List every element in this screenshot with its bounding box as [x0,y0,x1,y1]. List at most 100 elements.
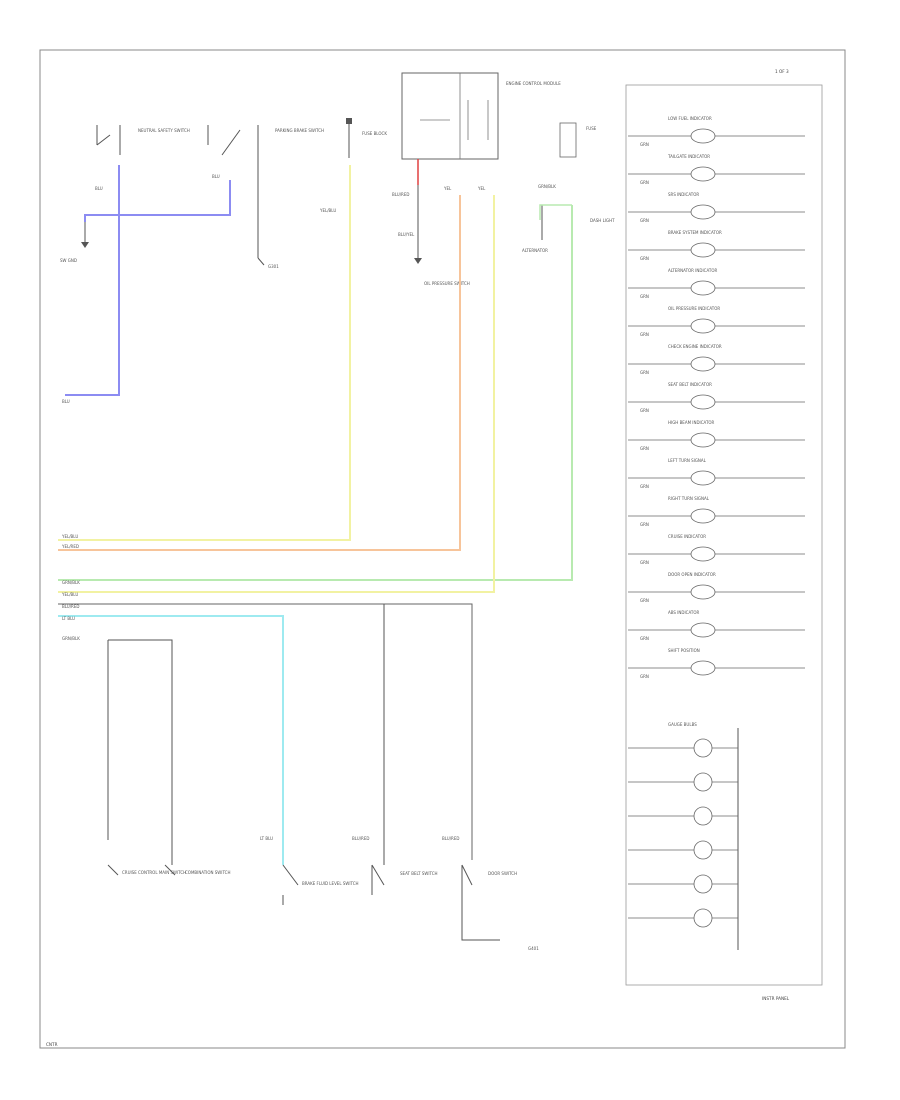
bulb-icon [690,356,716,372]
neutral-switch-ground: SW GND [60,258,77,263]
green-wire [58,205,573,581]
bulb-icon [690,584,716,600]
arrow-icon [81,242,89,248]
fuse-block-label: FUSE BLOCK [362,131,387,136]
gauge-bulb-icon [693,806,713,826]
switch-5-label: DOOR SWITCH [488,871,517,876]
yellow-wire-2 [58,195,495,593]
gauge-bulb-icon [693,738,713,758]
wire-tag-label: GRN [640,294,649,299]
wire-tag-label: GRN [640,256,649,261]
bottom-wire-3: BLU/RED [352,836,369,841]
page-label: 1 OF 3 [775,69,789,74]
parking-brake-label: PARKING BRAKE SWITCH [275,128,324,133]
indicator-row: SRS INDICATOR GRN [628,192,805,223]
arrow-icon [414,258,422,264]
indicator-label: ALTERNATOR INDICATOR [668,268,717,273]
bottom-wire-4: BLU/RED [442,836,459,841]
indicator-label: SHIFT POSITION [668,648,700,653]
bus-label-4: BLU/RED [62,604,79,609]
door-switch: DOOR SWITCH BLU/RED G401 [442,836,539,951]
indicator-row: SHIFT POSITION GRN [628,648,805,679]
wire-tag-label: GRN [640,636,649,641]
wire-tag-label: GRN [640,142,649,147]
wire-tag-label: GRN [640,674,649,679]
bottom-wire-2: LT BLU [260,836,273,841]
indicator-label: TAILGATE INDICATOR [667,154,710,159]
bulb-icon [690,508,716,524]
indicator-label: LEFT TURN SIGNAL [668,458,707,463]
footer-left-label: CNTR [46,1042,58,1047]
indicator-label: HIGH BEAM INDICATOR [668,420,715,425]
gauge-bulb-icon [693,840,713,860]
fuse2-label: FUSE [586,126,597,131]
switch-1-label: CRUISE CONTROL MAIN SWITCH [122,870,186,875]
wire-tag-label: GRN [640,484,649,489]
orange-wire [58,195,461,551]
wire-tag-label: GRN [640,370,649,375]
indicator-label: ABS INDICATOR [668,610,699,615]
neutral-switch-wire: BLU [95,186,103,191]
bulb-icon [690,242,716,258]
bulb-icon [690,394,716,410]
footer-right-label: INSTR PANEL [762,996,790,1001]
parking-brake-switch: PARKING BRAKE SWITCH BLU G301 [207,125,324,269]
module-label: ENGINE CONTROL MODULE [506,81,561,86]
blue-wire [65,165,120,396]
wire-d-label: YEL [477,186,486,191]
seat-belt-switch: SEAT BELT SWITCH BLU/RED [352,836,438,895]
bus-label-0: YEL/BLU [61,534,78,539]
fuse-two: FUSE GRN/BLK ALTERNATOR DASH LIGHT [522,122,615,253]
wire-c-label: BLU/YEL [398,232,415,237]
bus-label-5: LT BLU [62,616,75,621]
wire-tag-label: GRN [640,598,649,603]
green-wire-branch [539,204,572,220]
indicator-row: ABS INDICATOR GRN [628,610,805,641]
fuse-block: FUSE BLOCK YEL/BLU [319,118,387,213]
bulb-icon [690,128,716,144]
indicator-label: SRS INDICATOR [668,192,699,197]
switch-3-label: BRAKE FLUID LEVEL SWITCH [302,881,359,886]
engine-control-module: ENGINE CONTROL MODULE [401,72,561,160]
indicator-label: OIL PRESSURE INDICATOR [668,306,720,311]
wire-tag-label: GRN [640,218,649,223]
ground-label: G301 [268,264,279,269]
cruise-main-switch: CRUISE CONTROL MAIN SWITCH [107,864,186,876]
indicator-label: SEAT BELT INDICATOR [668,382,712,387]
gauge-bulb-icon [693,772,713,792]
bulb-icon [690,432,716,448]
bulb-icon [690,166,716,182]
bulb-icon [690,204,716,220]
bus-label-1: YEL/RED [61,544,79,549]
blue-wire-branch [84,180,231,222]
neutral-switch-label: NEUTRAL SAFETY SWITCH [138,128,190,133]
gauge-header-label: GAUGE BULBS [668,722,697,727]
bulb-icon [690,318,716,334]
yellow-wire-1 [58,165,351,541]
cyan-wire [58,615,284,865]
fuse-wire-label: YEL/BLU [319,208,336,213]
right-ground-label: G401 [528,946,539,951]
oil-switch-label: OIL PRESSURE SWITCH [424,281,470,286]
indicator-label: CRUISE INDICATOR [668,534,706,539]
parking-brake-wire: BLU [212,174,220,179]
switch-2-label: COMBINATION SWITCH [185,870,230,875]
gauge-bulb-icon [693,908,713,928]
alternator-label: ALTERNATOR [522,248,548,253]
wire-b-label: YEL [443,186,452,191]
switch-4-label: SEAT BELT SWITCH [400,871,438,876]
bulb-icon [690,546,716,562]
wire-a-label: BLU/RED [392,192,409,197]
bottom-wire-1: GRN/BLK [62,636,80,641]
indicator-label: RIGHT TURN SIGNAL [668,496,710,501]
wire-e-label: GRN/BLK [538,184,556,189]
